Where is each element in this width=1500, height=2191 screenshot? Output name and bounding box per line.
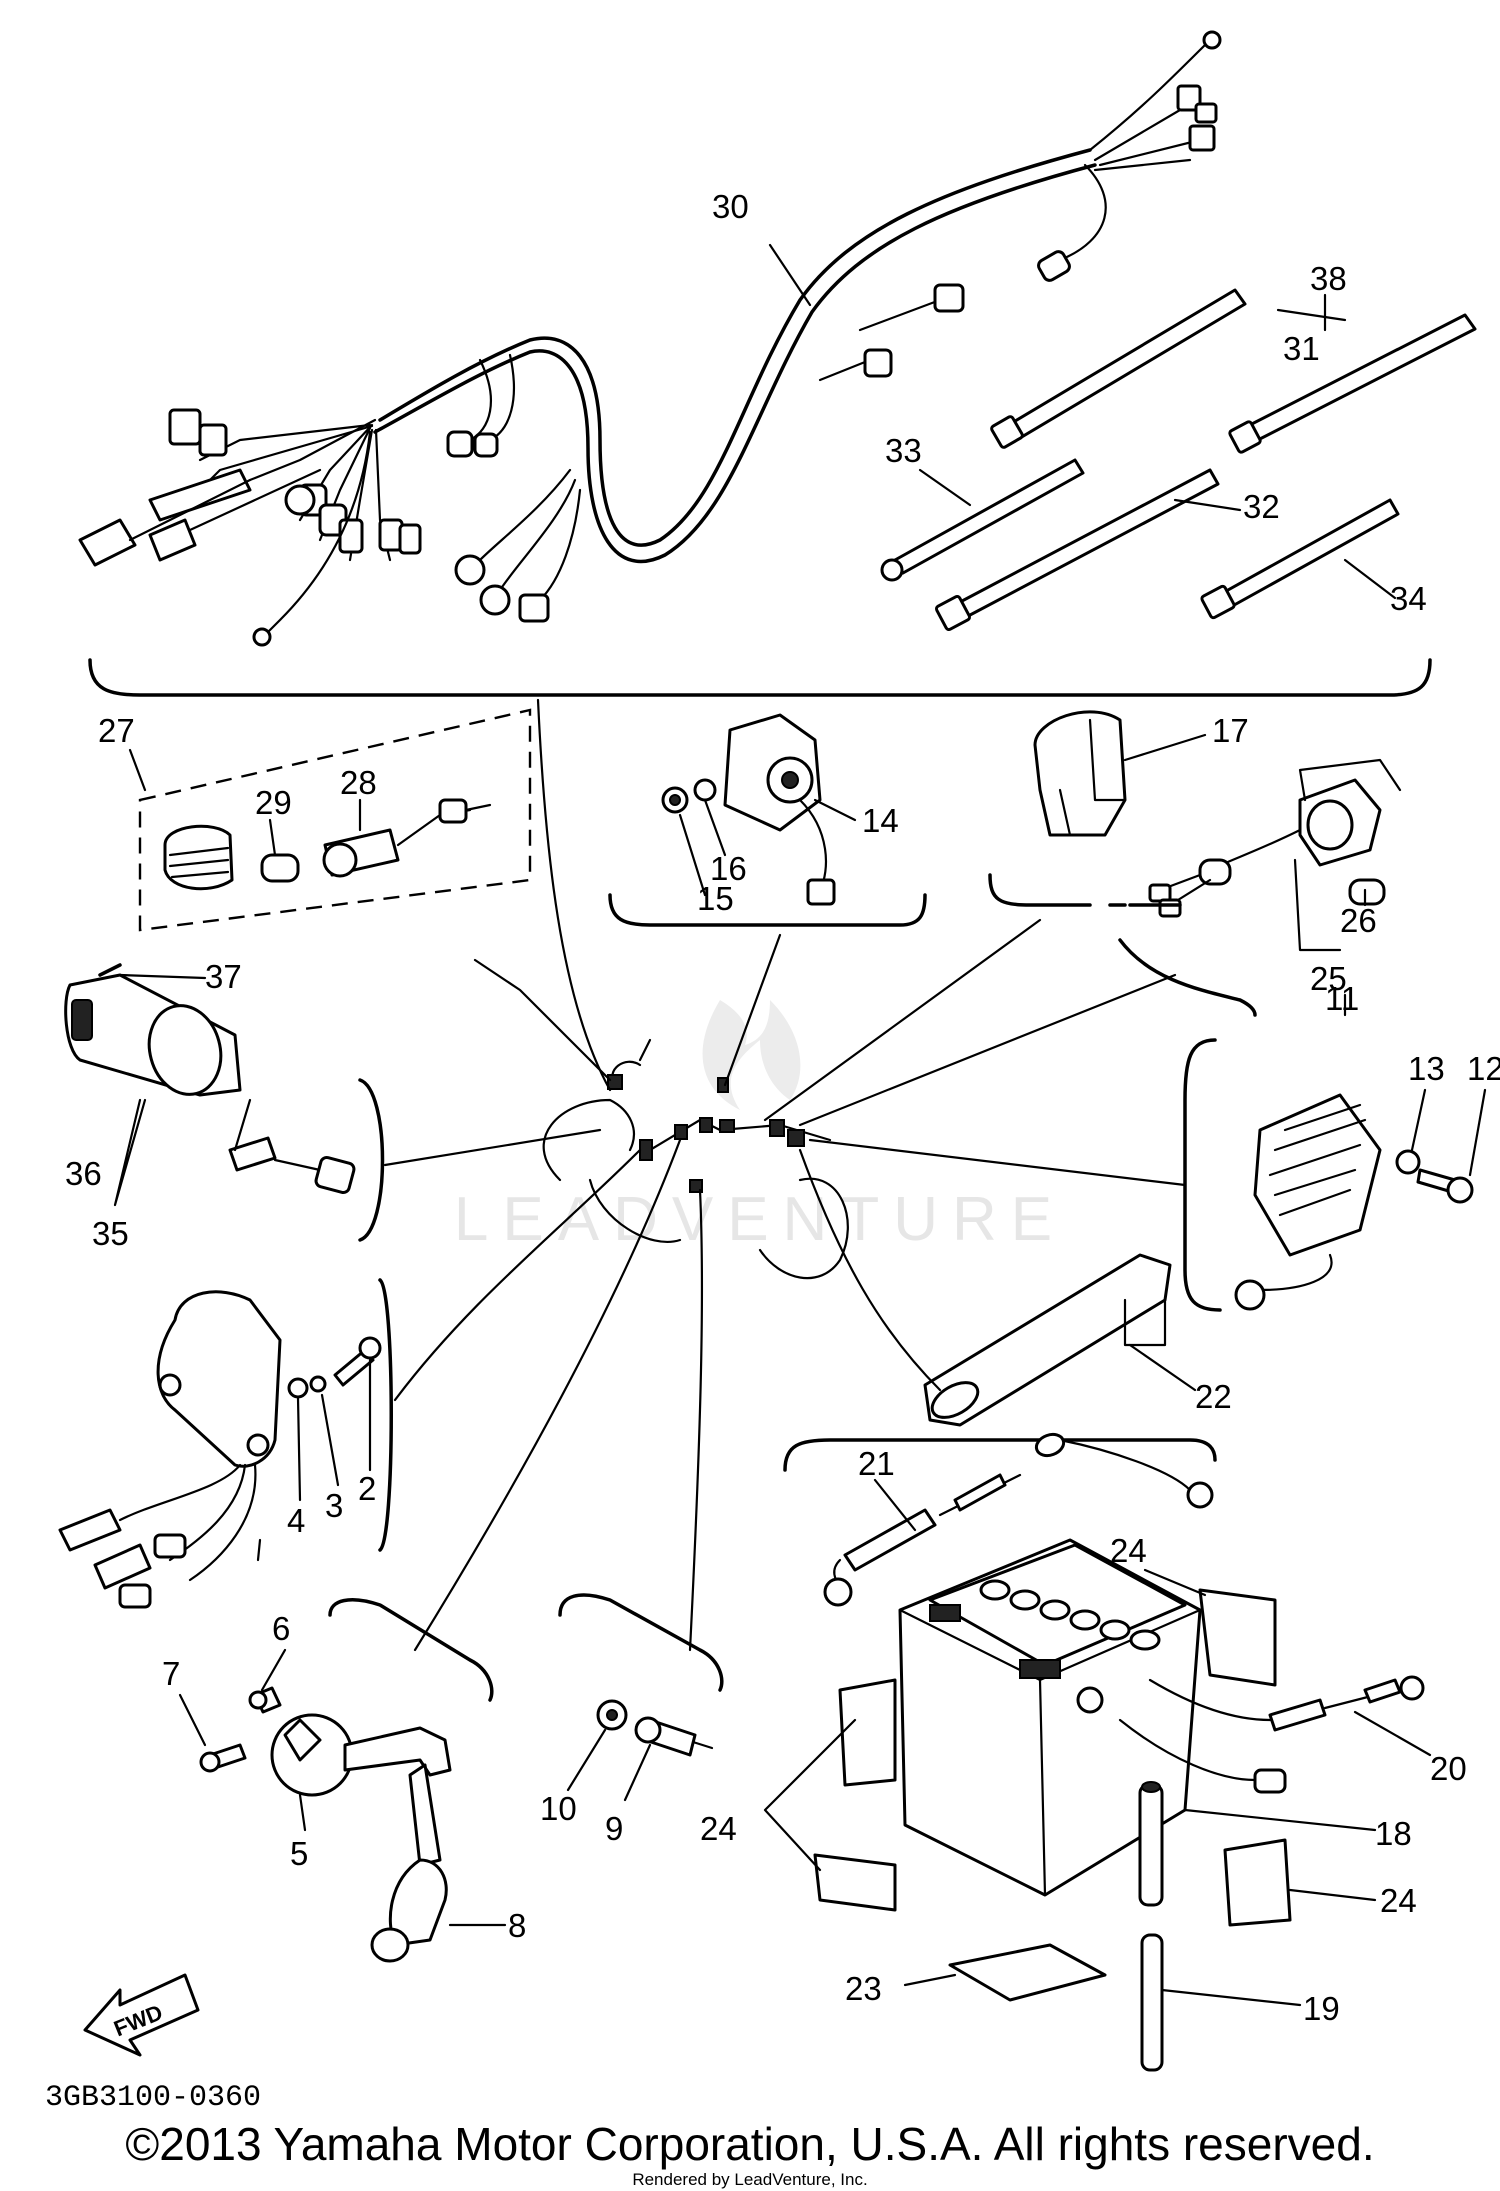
neutral-switch-group (558, 1593, 724, 1757)
bulb-29 (260, 853, 300, 883)
breather-hose-18 (1138, 1783, 1164, 1907)
callout-25: 25 (1310, 960, 1347, 997)
breather-hose-19 (1140, 1933, 1164, 2072)
callout-leaders (113, 243, 1487, 2007)
washer-13 (1395, 1149, 1421, 1175)
callout-35: 35 (92, 1215, 129, 1252)
ignition-coil-5 (270, 1713, 354, 1797)
relay-group (608, 713, 927, 927)
cable-tie-31 (998, 288, 1247, 446)
cable-tie-34 (1208, 498, 1400, 616)
fuse-26 (1348, 878, 1386, 906)
callout-24-top: 24 (1110, 1532, 1147, 1569)
rectifier-11 (1253, 1093, 1382, 1257)
callout-3: 3 (325, 1487, 343, 1524)
callout-8: 8 (508, 1907, 526, 1944)
wire-harness-group (78, 30, 1222, 647)
main-switch-group (64, 963, 385, 1242)
callout-13: 13 (1408, 1050, 1445, 1087)
group-27-dashed-box (138, 708, 532, 932)
cdi-group (58, 1278, 393, 1609)
battery-group (783, 1253, 1425, 2072)
pad-24-d (1223, 1838, 1292, 1927)
drawing-code: 3GB3100-0360 (45, 2081, 261, 2115)
callout-14: 14 (862, 802, 899, 839)
callout-24-left: 24 (700, 1810, 737, 1847)
cable-tie-38 (1238, 313, 1477, 446)
callout-11: 11 (1325, 980, 1359, 1017)
watermark-text: LEADVENTURE (454, 1185, 1066, 1254)
callout-4: 4 (287, 1502, 305, 1539)
callout-21: 21 (858, 1445, 895, 1482)
pad-24-a (1198, 1588, 1277, 1687)
callout-20: 20 (1430, 1750, 1467, 1787)
ignition-coil-group (199, 1598, 494, 1963)
callout-33: 33 (885, 432, 922, 469)
callout-15: 15 (697, 880, 734, 917)
callout-12: 12 (1467, 1050, 1500, 1087)
cable-tie-32 (943, 468, 1220, 626)
harness-bracket (88, 658, 1432, 697)
pad-24-c (813, 1853, 897, 1912)
bolt-2 (333, 1348, 375, 1387)
callout-26: 26 (1340, 902, 1377, 939)
cdi-unit (156, 1290, 282, 1468)
washer-4 (287, 1377, 309, 1399)
callout-34: 34 (1390, 580, 1427, 617)
frame-sketch (383, 698, 1187, 1652)
callout-labels: 30 38 31 33 32 34 27 29 28 14 16 15 17 2… (65, 188, 1500, 2027)
battery-cable-21 (843, 1508, 937, 1572)
callout-9: 9 (605, 1810, 623, 1847)
pad-24-b (838, 1678, 897, 1787)
callout-29: 29 (255, 784, 292, 821)
callout-6: 6 (272, 1610, 290, 1647)
rendered-by-text: Rendered by LeadVenture, Inc. (632, 2170, 867, 2189)
callout-5: 5 (290, 1835, 308, 1872)
cover-17 (1033, 710, 1127, 837)
washer-16 (693, 778, 717, 802)
callout-2: 2 (358, 1470, 376, 1507)
callout-24-right: 24 (1380, 1882, 1417, 1919)
cable-ties (880, 288, 1477, 632)
callout-31: 31 (1283, 330, 1320, 367)
callout-30: 30 (712, 188, 749, 225)
callout-16: 16 (710, 850, 747, 887)
fuse-group (988, 710, 1402, 1017)
callout-38: 38 (1310, 260, 1347, 297)
callout-22: 22 (1195, 1378, 1232, 1415)
callout-32: 32 (1243, 488, 1280, 525)
callout-27: 27 (98, 712, 135, 749)
callout-23: 23 (845, 1970, 882, 2007)
callout-36: 36 (65, 1155, 102, 1192)
bulb-socket-cover (163, 824, 234, 891)
callout-28: 28 (340, 764, 377, 801)
callout-17: 17 (1212, 712, 1249, 749)
callout-37: 37 (205, 958, 242, 995)
washer-3 (309, 1375, 327, 1393)
flame-logo-icon (702, 1000, 801, 1110)
tray-23 (948, 1943, 1107, 2002)
copyright-text: ©2013 Yamaha Motor Corporation, U.S.A. A… (125, 2118, 1374, 2170)
callout-18: 18 (1375, 1815, 1412, 1852)
fwd-arrow-icon: FWD (83, 1973, 200, 2057)
callout-19: 19 (1303, 1990, 1340, 2027)
callout-10: 10 (540, 1790, 577, 1827)
callout-7: 7 (162, 1655, 180, 1692)
rectifier-group (1183, 1038, 1474, 1312)
